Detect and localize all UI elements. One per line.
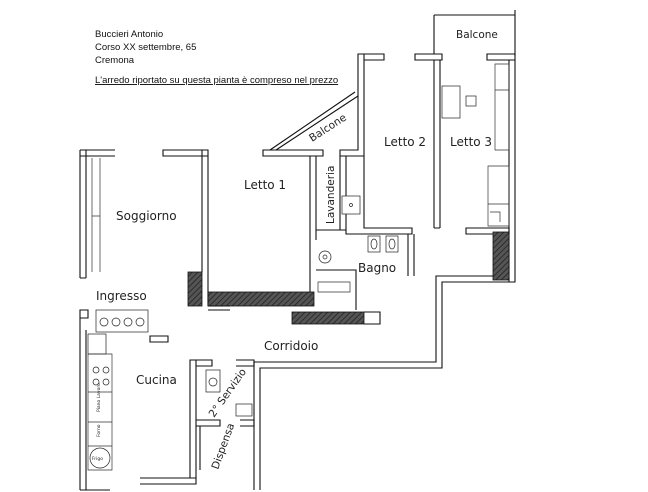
ingresso-walls xyxy=(79,309,169,343)
corridoio-label: Corridoio xyxy=(264,339,318,353)
soggiorno-shelf xyxy=(91,158,101,272)
servizio-wc-bowl xyxy=(208,377,218,387)
kitchen-hob-row xyxy=(95,309,149,333)
frigo-label: Frigo xyxy=(92,456,103,462)
top-wall-soggiorno xyxy=(162,149,209,157)
dispensa-walls xyxy=(196,419,255,470)
kitchen-hob-burners xyxy=(99,317,145,327)
soggiorno-left-wall xyxy=(79,149,115,279)
letto2-bottom-wall xyxy=(345,156,413,235)
kitchen-stove xyxy=(92,366,110,386)
letto2-letto3-divider xyxy=(433,60,441,229)
owner-city: Cremona xyxy=(95,55,135,66)
kitchen-plant xyxy=(89,447,111,469)
balcone-top-frame xyxy=(433,10,516,56)
dispensa-label: Dispensa xyxy=(210,422,238,471)
letto3-bed xyxy=(487,165,510,227)
owner-address: Corso XX settembre, 65 xyxy=(95,42,196,53)
bottom-right-wall xyxy=(253,275,515,490)
cucina-left-wall xyxy=(79,318,197,491)
servizio-sink xyxy=(235,403,253,417)
bagno-bottom-line xyxy=(364,311,381,325)
letto2-label: Letto 2 xyxy=(384,135,426,149)
kitchen-counter xyxy=(87,353,113,471)
letto3-top-wall xyxy=(414,53,516,61)
interior-walls xyxy=(79,150,510,491)
lavanderia-label: Lavanderia xyxy=(325,166,337,224)
kitchen-sink xyxy=(87,333,107,355)
letto3-desk xyxy=(441,85,461,119)
room-labels: Balcone Balcone Letto 1 Letto 2 Letto 3 … xyxy=(96,29,498,471)
bagno-shower-drain xyxy=(322,254,328,260)
cucina-label: Cucina xyxy=(136,373,177,387)
letto1-left-pillar xyxy=(187,271,203,307)
lavanderia-drain xyxy=(349,203,353,207)
letto1-left-wall xyxy=(201,150,209,306)
fixtures: Piano Lavoro Forno Frigo xyxy=(87,63,510,471)
letto1-label: Letto 1 xyxy=(244,178,286,192)
letto1-bottom-wall xyxy=(207,291,315,307)
letto1-bottom-line xyxy=(208,305,230,311)
balcone-top-label: Balcone xyxy=(456,29,498,41)
letto3-wardrobe xyxy=(494,63,510,151)
ingresso-label: Ingresso xyxy=(96,289,147,303)
letto2-top xyxy=(358,53,385,61)
piano-lavoro-label: Piano Lavoro xyxy=(96,383,102,412)
cucina-right-wall xyxy=(189,359,197,479)
letto1-right-wall xyxy=(309,156,317,292)
balcone-diag-label: Balcone xyxy=(307,112,349,145)
bagno-walls xyxy=(316,234,415,310)
letto3-right-pillar xyxy=(492,231,510,281)
forno-label: Forno xyxy=(96,424,102,437)
bagno-tub xyxy=(317,281,351,293)
diagonal-balcony xyxy=(269,91,359,151)
bagno-wc-bowl xyxy=(388,238,396,250)
bagno-bottom-wall xyxy=(291,311,365,325)
right-wall xyxy=(508,60,516,283)
owner-name: Buccieri Antonio xyxy=(95,29,163,40)
servizio-top xyxy=(196,359,255,367)
furniture-note: L'arredo riportato su questa pianta è co… xyxy=(95,75,338,86)
bagno-bidet-bowl xyxy=(370,238,378,250)
soggiorno-label: Soggiorno xyxy=(116,209,177,223)
bagno-label: Bagno xyxy=(358,261,396,275)
letto3-label: Letto 3 xyxy=(450,135,492,149)
letto3-chair xyxy=(465,95,477,107)
header: Buccieri Antonio Corso XX settembre, 65 … xyxy=(95,29,338,86)
letto1-top-wall xyxy=(262,149,324,157)
lavanderia-wall xyxy=(316,156,347,231)
